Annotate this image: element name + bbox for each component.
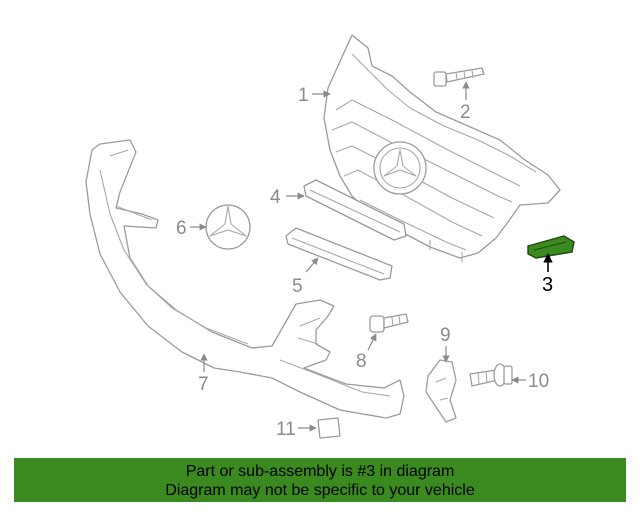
- trim-strip-part-5[interactable]: [285, 227, 393, 281]
- notice-line-part-number: Part or sub-assembly is #3 in diagram: [185, 463, 455, 480]
- callout-1: 1: [298, 85, 309, 106]
- callout-7: 7: [198, 374, 209, 395]
- callout-2: 2: [460, 102, 471, 123]
- callout-10: 10: [528, 371, 549, 392]
- molding-part-3[interactable]: [527, 235, 575, 259]
- callout-3: 3: [542, 274, 553, 296]
- fitment-notice-banner: Part or sub-assembly is #3 in diagram Di…: [14, 458, 626, 502]
- bumper-cover-part-7[interactable]: [85, 139, 405, 419]
- callout-4: 4: [270, 187, 281, 208]
- emblem-part-6[interactable]: [205, 204, 251, 250]
- callout-6: 6: [176, 218, 187, 239]
- parts-diagram: 1 2 3 4 5 6 7 8 9 10 11: [85, 34, 575, 440]
- bolt-part-10[interactable]: [469, 363, 513, 387]
- clip-part-11[interactable]: [317, 417, 341, 439]
- callout-5: 5: [292, 276, 303, 297]
- bolt-part-2[interactable]: [433, 67, 485, 87]
- bracket-part-9[interactable]: [425, 359, 457, 423]
- trim-strip-part-4[interactable]: [303, 179, 407, 241]
- notice-line-disclaimer: Diagram may not be specific to your vehi…: [165, 482, 475, 499]
- callout-9: 9: [440, 325, 451, 346]
- callout-8: 8: [356, 351, 367, 372]
- callout-11: 11: [276, 419, 296, 440]
- grille-part-1[interactable]: [323, 34, 561, 262]
- screw-part-8[interactable]: [369, 313, 409, 333]
